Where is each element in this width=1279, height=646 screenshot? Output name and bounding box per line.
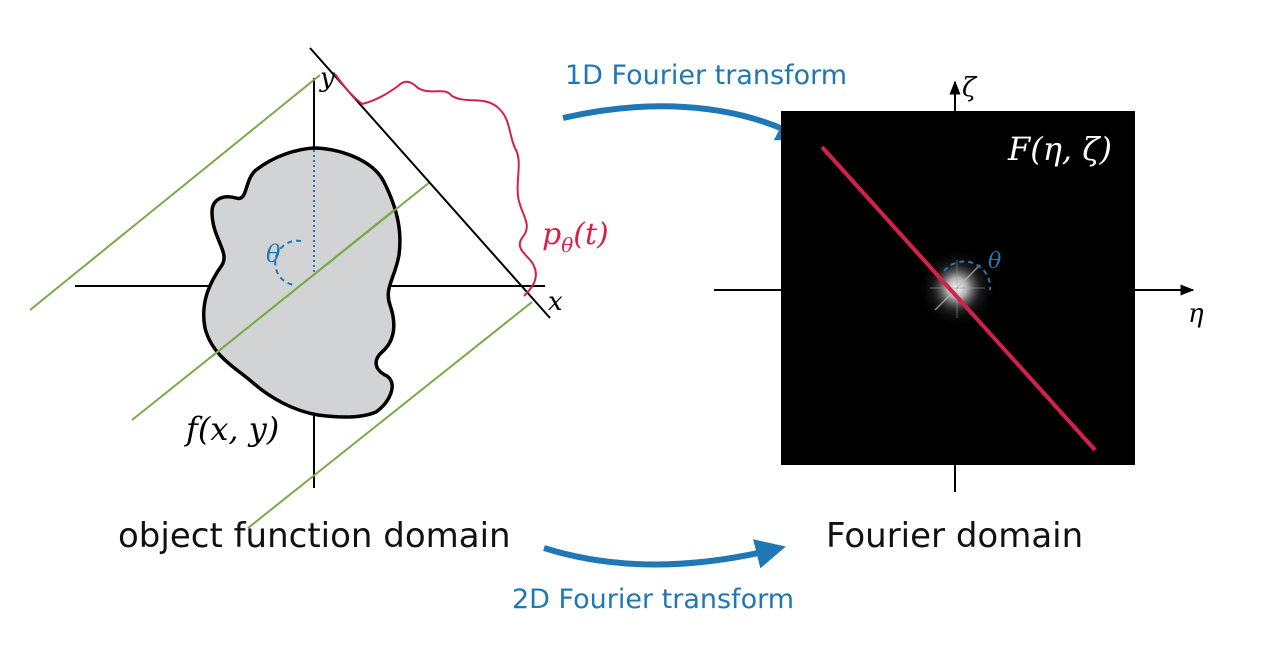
- fourier-angle-label: θ: [988, 249, 1001, 274]
- fourier-domain-caption: Fourier domain: [826, 516, 1084, 556]
- y-axis-label: y: [319, 63, 335, 93]
- object-domain-panel: y x θ f(x, y) pθ(t): [29, 47, 609, 529]
- fourier-function-label: F(η, ζ): [1007, 130, 1112, 168]
- projection-label: pθ(t): [542, 217, 609, 257]
- central-slice-line: [820, 145, 1097, 452]
- top-transform-arrow: [562, 103, 808, 141]
- fourier-angle-arc: [943, 260, 992, 291]
- bottom-arrow-label: 2D Fourier transform: [512, 584, 795, 615]
- top-arrow-label: 1D Fourier transform: [565, 60, 848, 91]
- eta-axis-label: η: [1188, 299, 1204, 329]
- object-shape: [201, 146, 402, 419]
- projection-ray: [209, 209, 395, 359]
- projection-profile: [334, 73, 537, 297]
- projection-ray: [247, 301, 533, 529]
- angle-arc: [274, 239, 302, 286]
- fourier-domain-panel: θ F(η, ζ) ζ η: [714, 73, 1204, 492]
- projection-ray: [29, 74, 321, 311]
- projection-label-base: p: [542, 217, 561, 252]
- projection-label-arg: (t): [573, 217, 608, 252]
- object-function-label: f(x, y): [184, 410, 279, 448]
- projection-label-sub: θ: [561, 233, 573, 257]
- angle-label: θ: [266, 240, 281, 268]
- object-domain-caption: object function domain: [118, 516, 511, 556]
- zeta-axis-label: ζ: [962, 73, 978, 103]
- bottom-transform-arrow: [543, 539, 786, 569]
- x-axis-label: x: [548, 287, 563, 317]
